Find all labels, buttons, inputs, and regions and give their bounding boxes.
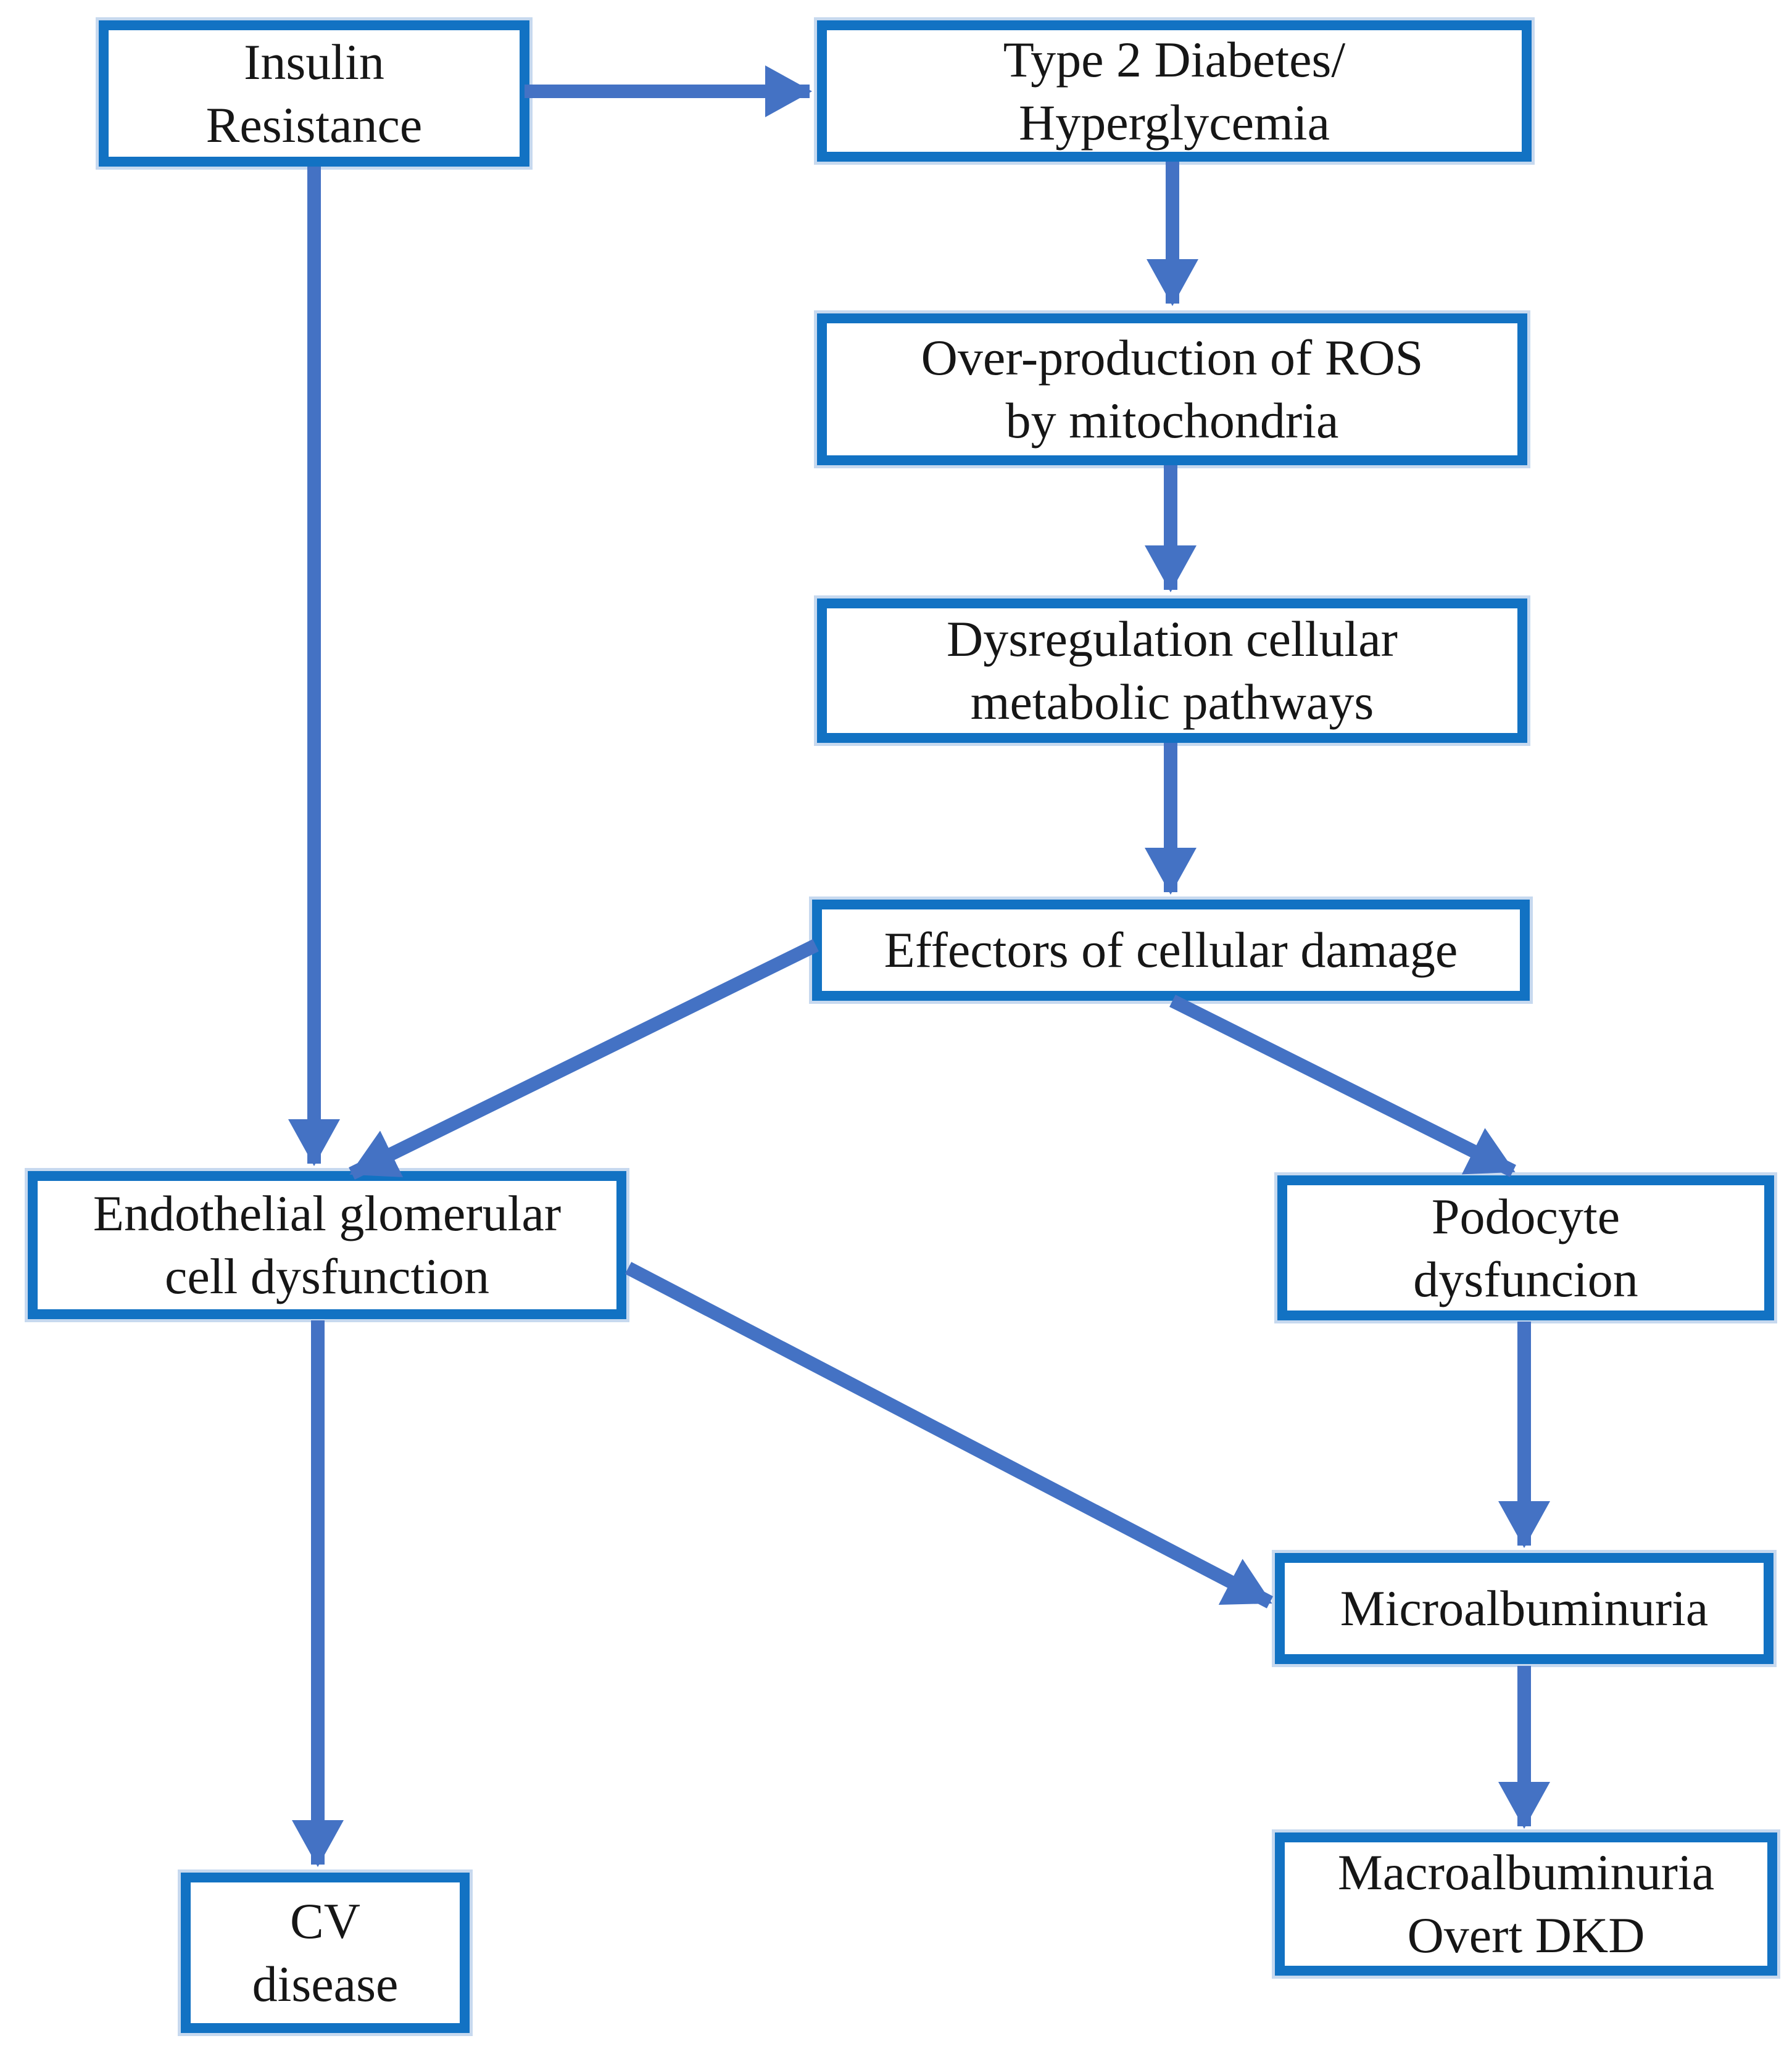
node-insulin-resistance: Insulin Resistance xyxy=(99,20,529,167)
node-microalbuminuria-label: Microalbuminuria xyxy=(1340,1580,1709,1637)
node-effectors: Effectors of cellular damage xyxy=(812,900,1530,1001)
node-macroalbuminuria: Macroalbuminuria Overt DKD xyxy=(1275,1832,1777,1976)
arrow-effectors-to-podocyte xyxy=(1169,995,1516,1177)
node-dysregulation: Dysregulation cellular metabolic pathway… xyxy=(817,598,1527,743)
arrow-effectors-to-endothelial xyxy=(349,939,819,1180)
node-ros-overproduction-label: Over-production of ROS by mitochondria xyxy=(921,329,1424,449)
node-dysregulation-label: Dysregulation cellular metabolic pathway… xyxy=(947,611,1398,730)
node-cv-disease: CV disease xyxy=(181,1873,470,2033)
node-microalbuminuria: Microalbuminuria xyxy=(1275,1553,1773,1664)
node-ros-overproduction: Over-production of ROS by mitochondria xyxy=(817,313,1527,465)
node-type2-diabetes-label: Type 2 Diabetes/ Hyperglycemia xyxy=(1003,31,1346,151)
node-insulin-resistance-label: Insulin Resistance xyxy=(205,33,423,153)
node-podocyte: Podocyte dysfuncion xyxy=(1277,1175,1774,1320)
node-endothelial: Endothelial glomerular cell dysfunction xyxy=(28,1171,626,1319)
node-podocyte-label: Podocyte dysfuncion xyxy=(1413,1188,1638,1307)
node-type2-diabetes: Type 2 Diabetes/ Hyperglycemia xyxy=(817,20,1532,162)
node-effectors-label: Effectors of cellular damage xyxy=(884,922,1458,979)
node-macroalbuminuria-label: Macroalbuminuria Overt DKD xyxy=(1337,1844,1715,1963)
node-cv-disease-label: CV disease xyxy=(252,1893,399,2012)
node-endothelial-label: Endothelial glomerular cell dysfunction xyxy=(93,1185,562,1304)
arrow-endothelial-to-microalbuminuria xyxy=(624,1262,1274,1609)
